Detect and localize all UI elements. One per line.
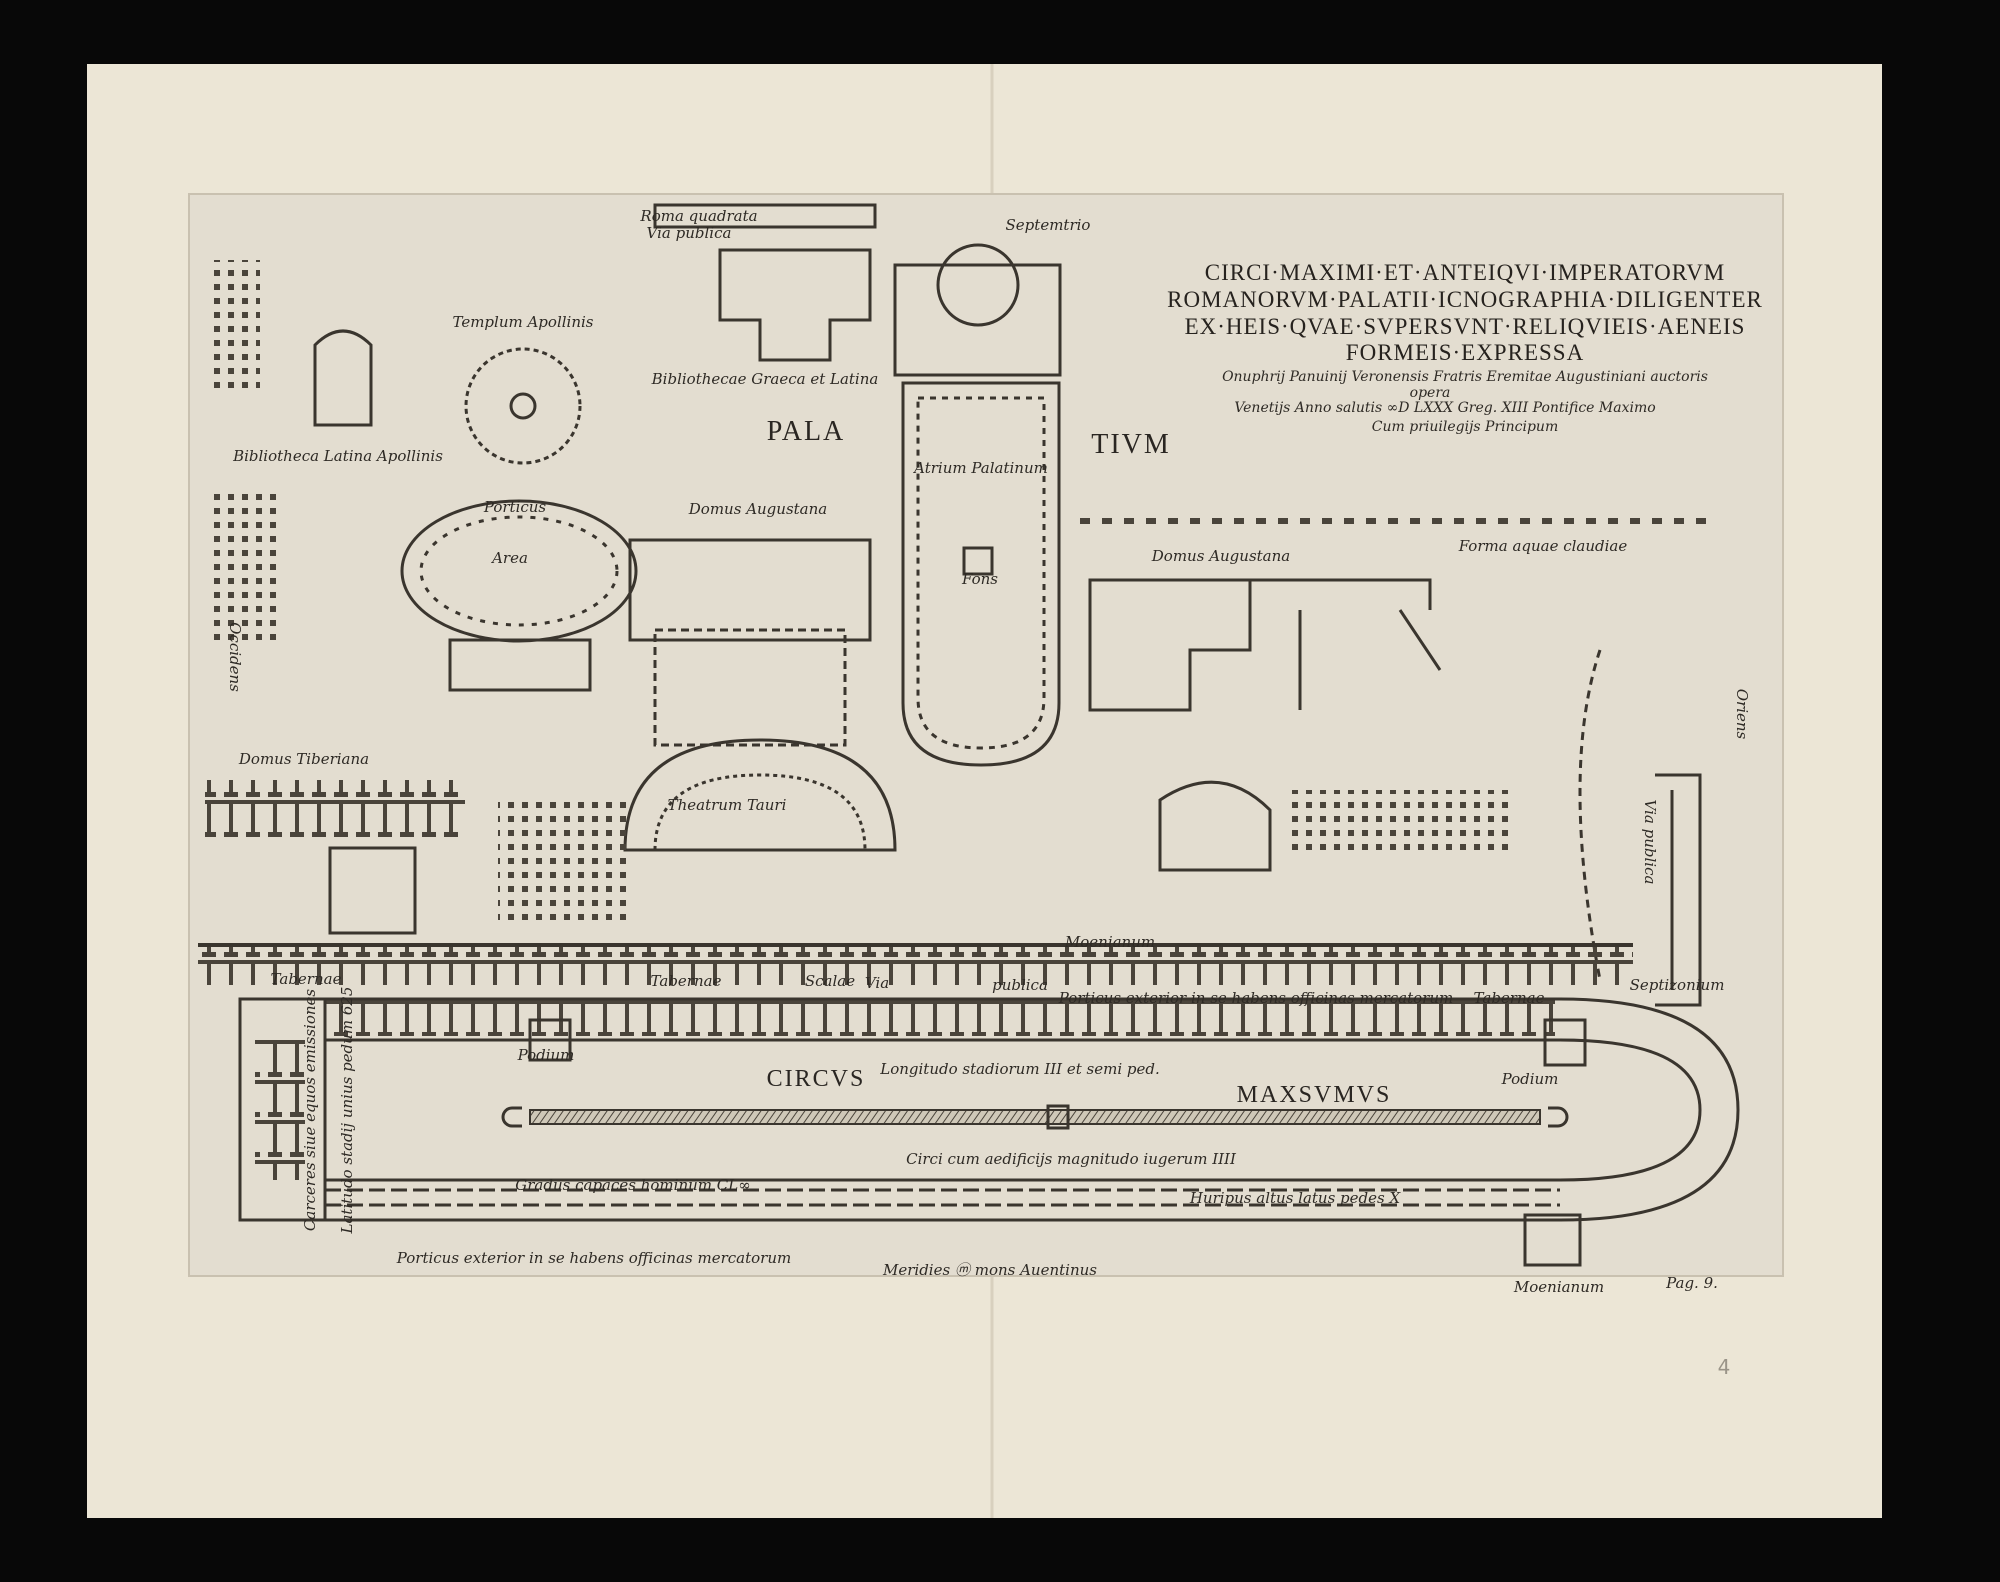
label-roma-quadrata: Roma quadrata xyxy=(639,207,757,225)
opera-line: opera xyxy=(1410,385,1451,401)
label-pala: PALA xyxy=(767,416,846,447)
privilege-line: Cum priuilegijs Principum xyxy=(1372,419,1558,435)
label-scalae: Scalae xyxy=(805,972,855,990)
tabernae-row xyxy=(198,945,1633,985)
spina xyxy=(529,1109,1541,1125)
label-magnitudo: Circi cum aedificijs magnitudo iugerum I… xyxy=(906,1150,1237,1168)
label-carceres: Carceres siue equos emissiones xyxy=(301,989,319,1231)
page-number: Pag. 9. xyxy=(1665,1274,1718,1292)
label-via-publica-top: Via publica xyxy=(647,224,732,242)
label-meridies: Meridies ⓜ mons Auentinus xyxy=(882,1261,1097,1279)
author-line: Onuphrij Panuinij Veronensis Fratris Ere… xyxy=(1222,369,1708,385)
label-podium-right: Podium xyxy=(1501,1070,1559,1088)
title-line-1: CIRCI·MAXIMI·ET·ANTEIQVI·IMPERATORVM xyxy=(1205,260,1726,285)
title-line-4: FORMEIS·EXPRESSA xyxy=(1346,340,1584,365)
label-forma-aquae: Forma aquae claudiae xyxy=(1458,537,1628,555)
title-line-3: EX·HEIS·QVAE·SVPERSVNT·RELIQVIEIS·AENEIS xyxy=(1185,314,1746,339)
label-tium: TIVM xyxy=(1091,429,1171,460)
label-domus-augustana-2: Domus Augustana xyxy=(1151,547,1290,565)
label-publica: publica xyxy=(992,976,1048,994)
label-area: Area xyxy=(490,549,528,567)
imprint-line: Venetijs Anno salutis ∞D LXXX Greg. XIII… xyxy=(1234,400,1655,416)
label-latitudo: Latitudo stadij unius pedum 625 xyxy=(338,987,356,1235)
label-porticus-exterior-bottom: Porticus exterior in se habens officinas… xyxy=(396,1249,791,1267)
label-moenianum-top: Moenianum xyxy=(1064,933,1155,951)
label-domus-tiberiana: Domus Tiberiana xyxy=(238,750,369,768)
title-line-2: ROMANORVM·PALATII·ICNOGRAPHIA·DILIGENTER xyxy=(1167,287,1763,312)
palatine-structures xyxy=(205,203,1715,1007)
circus-maximus xyxy=(238,997,1740,1267)
label-bibliotheca-latina: Bibliotheca Latina Apollinis xyxy=(232,447,443,465)
label-longitudo: Longitudo stadiorum III et semi ped. xyxy=(879,1060,1160,1078)
label-huripus: Huripus altus latus pedes X xyxy=(1189,1189,1402,1207)
label-tabernae-3: Tabernae xyxy=(1474,989,1545,1007)
label-via: Via xyxy=(865,974,889,992)
label-theatrum-tauri: Theatrum Tauri xyxy=(668,796,787,814)
map-labels: Roma quadrata Via publica Septemtrio Tem… xyxy=(226,207,1751,1379)
label-via-publica-right: Via publica xyxy=(1641,800,1659,885)
label-fons: Fons xyxy=(961,570,998,588)
label-oriens: Oriens xyxy=(1733,689,1751,740)
label-maxsumus: MAXSVMVS xyxy=(1237,1082,1392,1108)
label-bibliothecae-graeca: Bibliothecae Graeca et Latina xyxy=(651,370,879,388)
label-moenianum-bottom: Moenianum xyxy=(1513,1278,1604,1296)
label-templum-apollinis: Templum Apollinis xyxy=(452,313,593,331)
label-porticus: Porticus xyxy=(483,498,547,516)
pencil-number: 4 xyxy=(1718,1355,1731,1379)
label-podium-left: Podium xyxy=(517,1046,575,1064)
label-occidens: Occidens xyxy=(226,622,244,692)
label-porticus-exterior-top: Porticus exterior in se habens officinas… xyxy=(1058,989,1453,1007)
label-septizonium: Septizonium xyxy=(1630,976,1725,994)
label-septemtrio: Septemtrio xyxy=(1006,216,1091,234)
label-circus: CIRCVS xyxy=(767,1066,866,1092)
label-gradus: Gradus capaces hominum CL∞ xyxy=(515,1176,750,1194)
label-tabernae-1: Tabernae xyxy=(271,970,342,988)
label-domus-augustana-1: Domus Augustana xyxy=(688,500,827,518)
label-atrium-palatinum: Atrium Palatinum xyxy=(912,459,1048,477)
title-cartouche: CIRCI·MAXIMI·ET·ANTEIQVI·IMPERATORVM ROM… xyxy=(1167,260,1763,435)
label-tabernae-2: Tabernae xyxy=(651,972,722,990)
